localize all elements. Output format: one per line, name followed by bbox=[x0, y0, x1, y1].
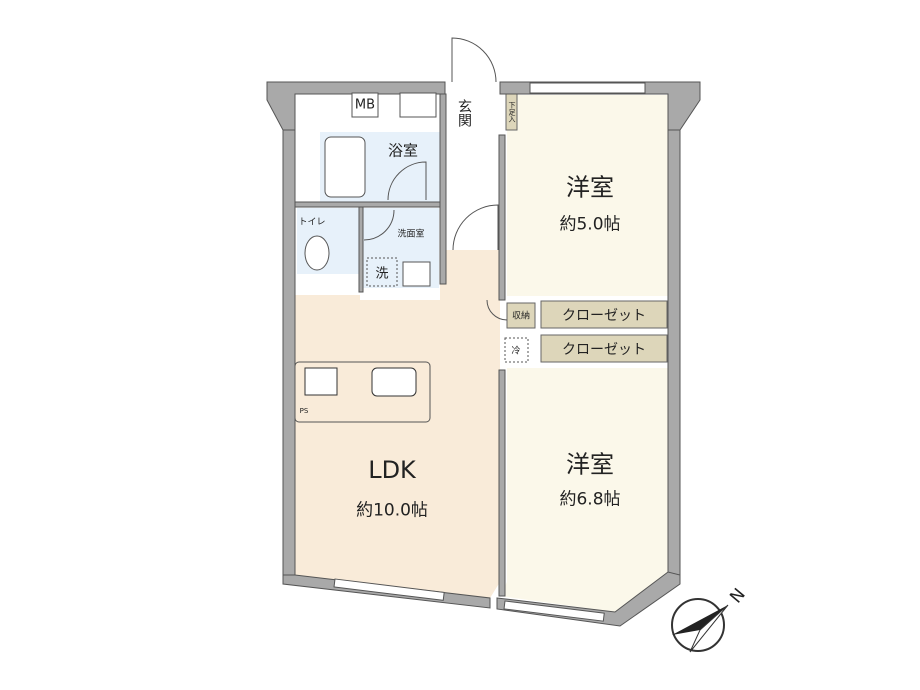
bedroom2-name: 洋室 bbox=[566, 450, 614, 479]
ldk-size: 約10.0帖 bbox=[356, 500, 428, 521]
mb-label: MB bbox=[354, 97, 376, 113]
stove-icon bbox=[304, 367, 338, 396]
bedroom1-name: 洋室 bbox=[566, 173, 614, 202]
doors bbox=[363, 37, 508, 321]
windows bbox=[333, 82, 646, 622]
closet1-label: クローゼット bbox=[562, 308, 646, 324]
shoe-storage-label: 下足入 bbox=[508, 101, 516, 123]
bedroom1-size: 約5.0帖 bbox=[559, 214, 621, 235]
toilet-fixture bbox=[304, 235, 330, 271]
fridge-label: 冷 bbox=[511, 346, 521, 357]
ps-label: PS bbox=[299, 407, 309, 415]
entrance-label: 玄関 bbox=[456, 99, 472, 127]
closet1 bbox=[540, 300, 668, 329]
ldk-floor bbox=[295, 250, 500, 598]
closet2 bbox=[540, 334, 668, 363]
ldk-name: LDK bbox=[368, 456, 416, 484]
washer-label: 洗 bbox=[375, 266, 389, 282]
storage-label: 収納 bbox=[511, 311, 531, 322]
bedroom2-size: 約6.8帖 bbox=[559, 489, 621, 510]
washroom-label: 洗面室 bbox=[397, 229, 425, 240]
bathtub bbox=[324, 136, 366, 198]
bedroom1-floor bbox=[507, 95, 668, 296]
sink-icon bbox=[371, 367, 417, 397]
washer-space bbox=[366, 257, 398, 287]
closet2-label: クローゼット bbox=[562, 342, 646, 358]
bath-label: 浴室 bbox=[387, 141, 419, 160]
storage bbox=[506, 302, 536, 329]
bedroom2-floor bbox=[500, 368, 668, 612]
compass-icon bbox=[671, 598, 729, 653]
washbasin bbox=[402, 261, 431, 287]
fridge-space bbox=[504, 337, 529, 363]
toilet-label: トイレ bbox=[298, 217, 326, 228]
